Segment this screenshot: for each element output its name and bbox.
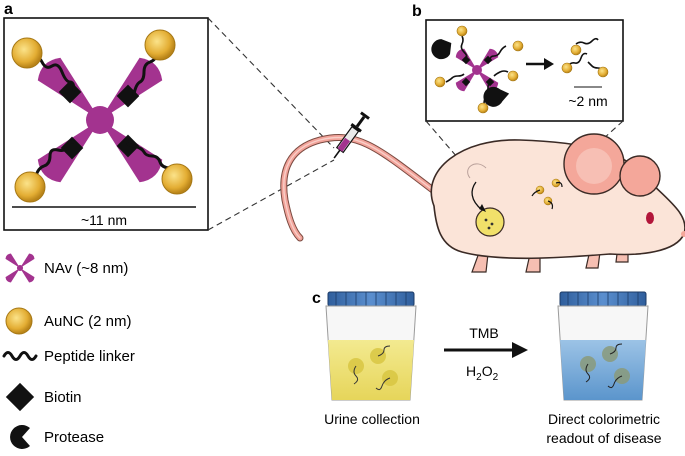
panel-c: c Urine collection TMB [312, 290, 662, 446]
legend-protease-icon [10, 425, 30, 449]
left-jar-caption: Urine collection [324, 411, 420, 427]
protease-markers [431, 39, 510, 107]
mouse-eye [646, 212, 654, 224]
gold-nanoclusters [11, 29, 193, 203]
legend-label-biotin: Biotin [44, 389, 82, 406]
reagent-h2o2: H2O2 [466, 363, 499, 383]
panel-b: b [412, 3, 624, 122]
urine-jar-right [557, 291, 649, 401]
syringe-icon [333, 111, 370, 159]
legend: NAv (~8 nm) AuNC (2 nm) Peptide linker B… [0, 242, 135, 449]
panel-label-b: b [412, 3, 422, 20]
legend-biotin-icon [5, 382, 35, 412]
mouse-illustration [280, 133, 685, 273]
legend-label-nav: NAv (~8 nm) [44, 260, 128, 277]
scale-label-b: ~2 nm [568, 93, 607, 109]
reagent-tmb: TMB [469, 325, 499, 341]
panel-a: a [3, 1, 209, 231]
mouse-tail [280, 134, 450, 242]
legend-label-protease: Protease [44, 429, 104, 446]
gold-nanoclusters-small [434, 25, 524, 114]
legend-label-linker: Peptide linker [44, 348, 135, 365]
legend-nav-icon [0, 242, 46, 294]
peptide-linkers [30, 50, 172, 178]
panel-label-c: c [312, 290, 321, 307]
mouse-ear-front [619, 155, 661, 197]
panel-label-a: a [4, 1, 13, 18]
tumor-site [475, 207, 505, 237]
urine-jar-left [325, 291, 417, 401]
released-fragments [561, 37, 609, 78]
legend-aunc-icon [5, 307, 33, 335]
scale-label-a: ~11 nm [81, 212, 127, 228]
right-jar-caption-line2: readout of disease [546, 430, 661, 446]
legend-linker-icon [2, 351, 38, 361]
circulating-fragments [531, 178, 563, 210]
right-jar-caption-line1: Direct colorimetric [548, 411, 660, 427]
zoom-lines-a [207, 17, 335, 231]
panel-b-frame [425, 19, 624, 122]
legend-label-aunc: AuNC (2 nm) [44, 313, 132, 330]
